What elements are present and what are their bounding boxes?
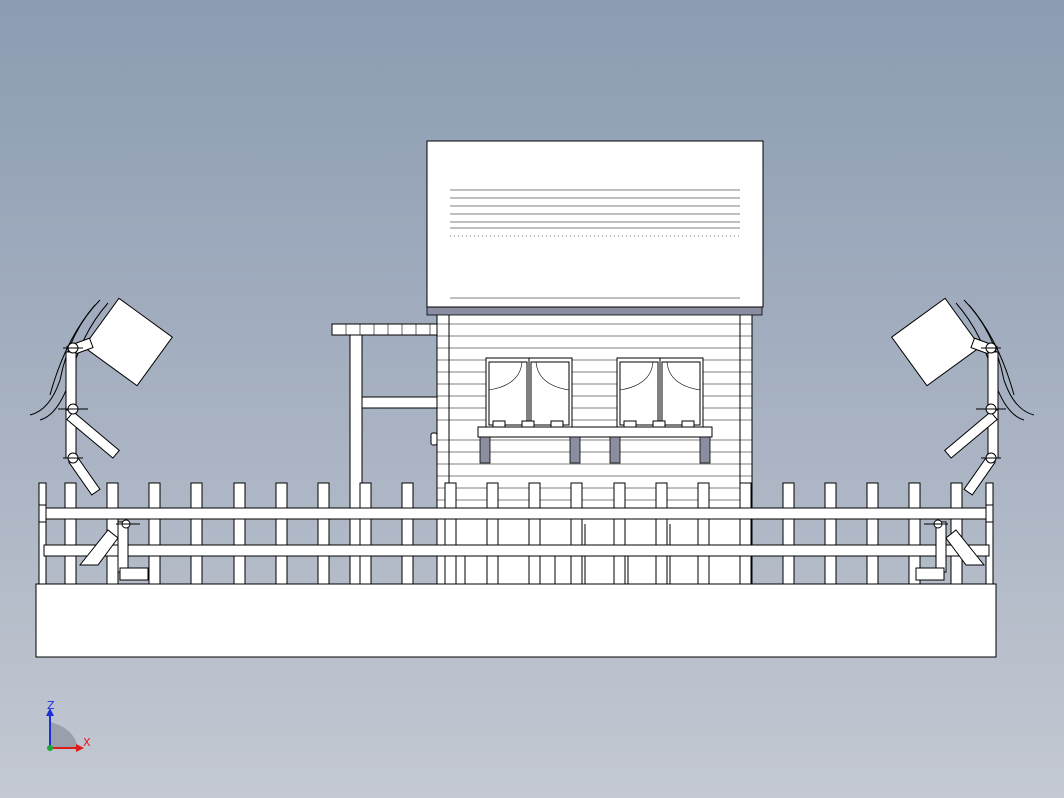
awning-rail [361,396,438,409]
fence-end-cap-left [38,504,47,523]
roof-lines [450,189,740,299]
x-axis-label: X [83,736,91,749]
spotlight-right-head [890,297,982,387]
base-plate[interactable] [35,583,997,658]
z-axis-label: Z [47,699,55,712]
spotlight-right[interactable] [890,297,1035,581]
roof[interactable] [426,140,764,308]
flower-box [477,420,713,464]
spotlight-right-arm-upper [987,351,999,411]
house[interactable] [426,140,764,585]
awning[interactable] [331,323,438,585]
spotlight-left-arm-upper [65,351,77,411]
fence-end-cap-right [985,504,994,523]
window-left[interactable] [485,357,573,429]
fence-rail-bottom [43,544,990,557]
fence-picket-fronts [64,518,963,546]
wall-knob [430,432,438,446]
y-axis-dot [47,745,53,751]
awning-post [349,334,363,585]
spotlight-left[interactable] [29,297,174,581]
window-right[interactable] [616,357,704,429]
spotlight-left-head [82,297,174,387]
roof-eave [426,306,763,316]
orientation-triad[interactable]: Z X [46,699,91,752]
fence-rail-top [43,507,990,520]
